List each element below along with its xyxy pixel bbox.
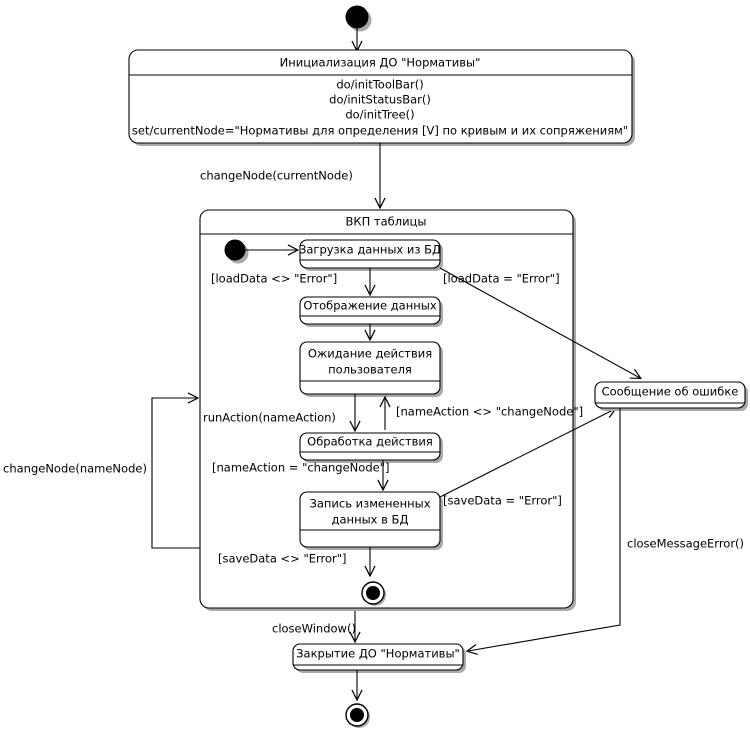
edge-load-to-error xyxy=(439,267,640,378)
init-action-inittree: do/initTree() xyxy=(345,108,414,122)
init-state-title: Инициализация ДО "Нормативы" xyxy=(280,56,481,70)
error-message-box xyxy=(594,381,746,409)
edge-composite-self-loop xyxy=(151,398,200,549)
label-close-window: closeWindow() xyxy=(272,622,356,636)
wait-action-title-line2: пользователя xyxy=(328,363,412,377)
process-action-box xyxy=(299,432,441,461)
wait-action-title-line1: Ожидание действия xyxy=(308,347,432,361)
load-data-title: Загрузка данных из БД xyxy=(299,243,441,257)
close-state-title: Закрытие ДО "Нормативы" xyxy=(296,647,460,661)
guard-load-data-error: [loadData = "Error"] xyxy=(443,272,560,286)
composite-state-box xyxy=(199,209,574,609)
label-change-node-current: changeNode(currentNode) xyxy=(200,169,353,183)
edge-save-to-error xyxy=(439,409,615,498)
inner-final-state-dot xyxy=(366,586,380,600)
guard-save-data-ok: [saveData <> "Error"] xyxy=(218,552,347,566)
close-state-box xyxy=(292,643,464,671)
label-change-node-name: changeNode(nameNode) xyxy=(3,462,147,476)
guard-save-data-error: [saveData = "Error"] xyxy=(443,494,562,508)
inner-initial-state xyxy=(224,239,246,261)
error-message-title: Сообщение об ошибке xyxy=(602,385,739,399)
init-action-inittoolbar: do/initToolBar() xyxy=(336,78,423,92)
process-action-title: Обработка действия xyxy=(307,435,433,449)
initial-state-start xyxy=(345,5,369,29)
save-data-title-line1: Запись измененных xyxy=(309,497,430,511)
guard-name-action-eq: [nameAction = "changeNode"] xyxy=(212,461,389,475)
final-state-dot xyxy=(350,708,364,722)
init-action-initstatusbar: do/initStatusBar() xyxy=(329,93,431,107)
save-data-title-line2: данных в БД xyxy=(332,513,409,527)
guard-load-data-ok: [loadData <> "Error"] xyxy=(211,272,337,286)
label-run-action: runAction(nameAction) xyxy=(203,411,336,425)
show-data-title: Отображение данных xyxy=(303,299,437,313)
init-action-setcurrentnode: set/currentNode="Нормативы для определен… xyxy=(132,124,628,138)
composite-state-title: ВКП таблицы xyxy=(346,215,427,229)
label-close-message-error: closeMessageError() xyxy=(627,537,744,551)
edge-error-to-close xyxy=(468,408,621,651)
guard-name-action-ne: [nameAction <> "changeNode"] xyxy=(396,405,583,419)
